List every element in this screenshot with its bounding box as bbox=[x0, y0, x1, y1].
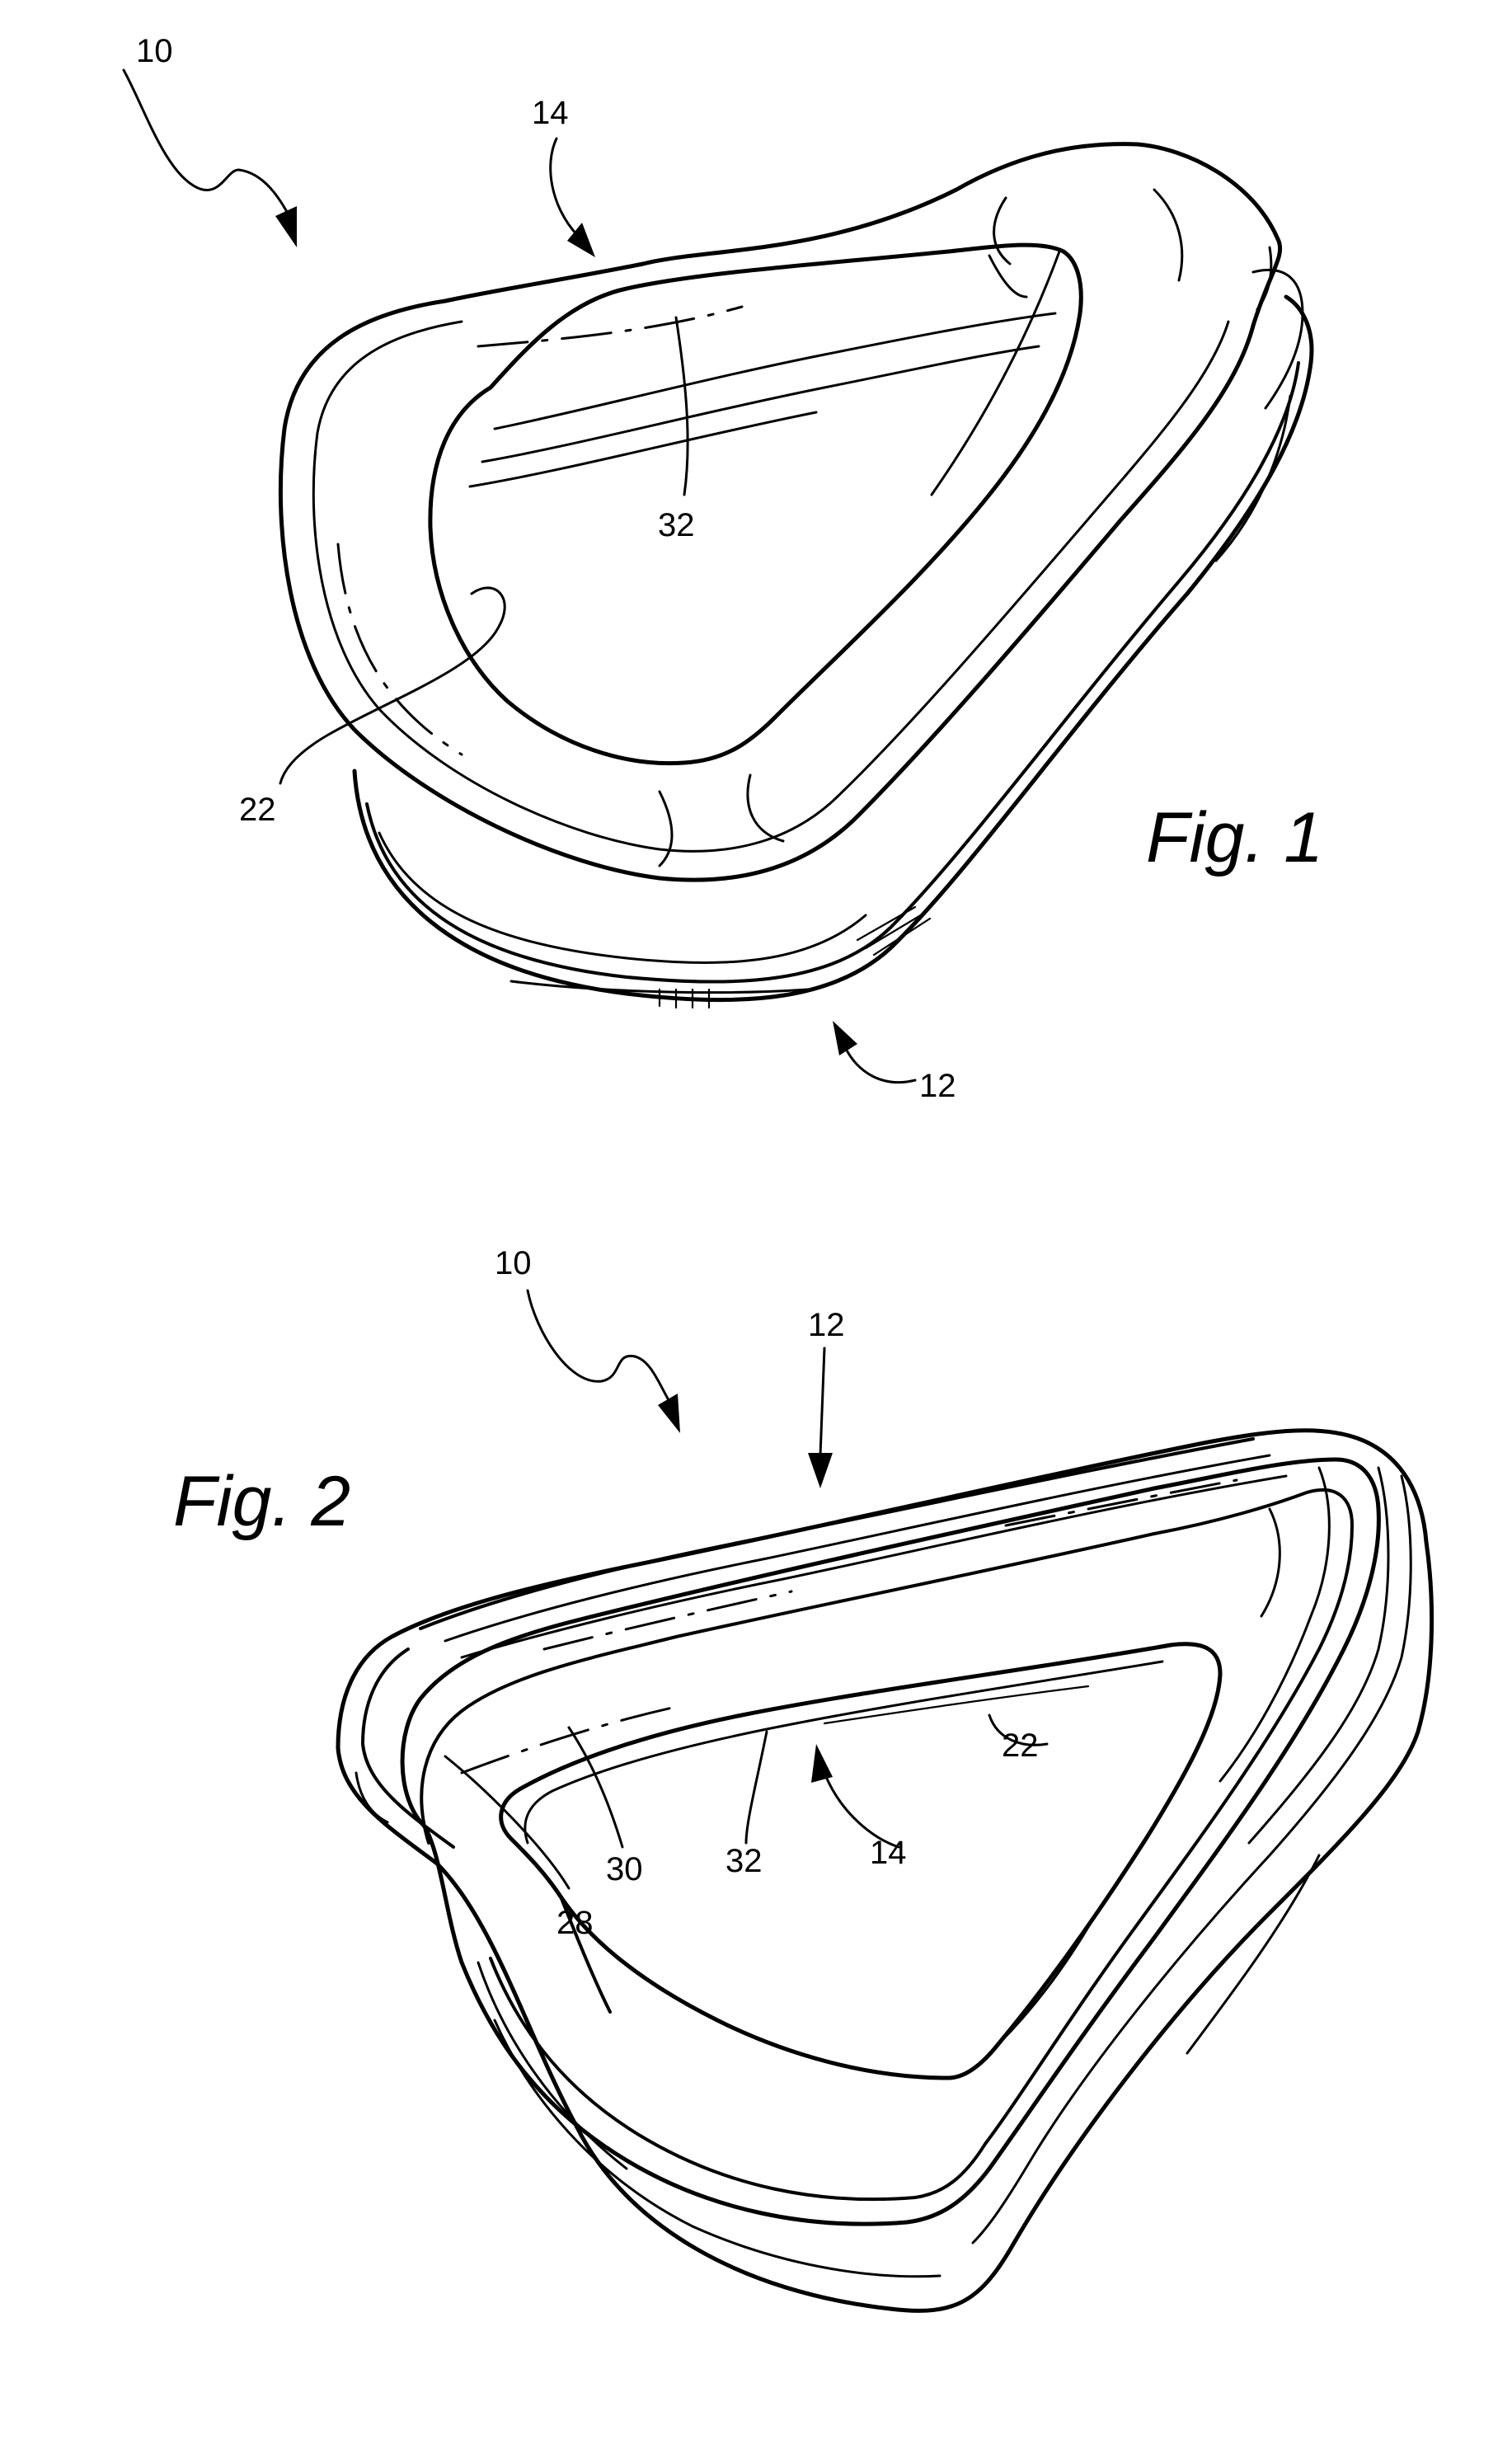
arrowhead-icon bbox=[833, 1021, 857, 1055]
ref-32: 32 bbox=[658, 507, 695, 543]
ref-30: 30 bbox=[606, 1851, 643, 1887]
ref-12: 12 bbox=[919, 1068, 956, 1104]
fig1-leaders bbox=[124, 70, 915, 1083]
ref-10: 10 bbox=[495, 1245, 532, 1281]
figure-2-label: Fig. 2 bbox=[173, 1462, 350, 1541]
figure-1: 10 14 32 22 12 Fig. 1 bbox=[124, 33, 1323, 1104]
ref-14: 14 bbox=[870, 1835, 907, 1871]
arrowhead-icon bbox=[275, 206, 297, 247]
ref-22: 22 bbox=[1002, 1727, 1039, 1764]
ref-28: 28 bbox=[556, 1905, 594, 1941]
arrowhead-icon bbox=[658, 1394, 680, 1433]
ref-14: 14 bbox=[532, 95, 569, 131]
ref-10: 10 bbox=[136, 33, 173, 69]
fig1-upper-cushion bbox=[280, 144, 1303, 880]
fig1-inner-opening bbox=[430, 245, 1081, 764]
ref-12: 12 bbox=[808, 1307, 845, 1343]
figure-1-label: Fig. 1 bbox=[1146, 798, 1323, 877]
figure-2: 10 12 22 14 32 30 28 Fig. 2 bbox=[173, 1245, 1432, 2310]
fig1-lower-seal bbox=[355, 297, 1312, 1008]
arrowhead-icon bbox=[808, 1453, 833, 1488]
arrowhead-icon bbox=[811, 1744, 833, 1783]
ref-32: 32 bbox=[725, 1843, 763, 1879]
ref-22: 22 bbox=[239, 792, 276, 828]
